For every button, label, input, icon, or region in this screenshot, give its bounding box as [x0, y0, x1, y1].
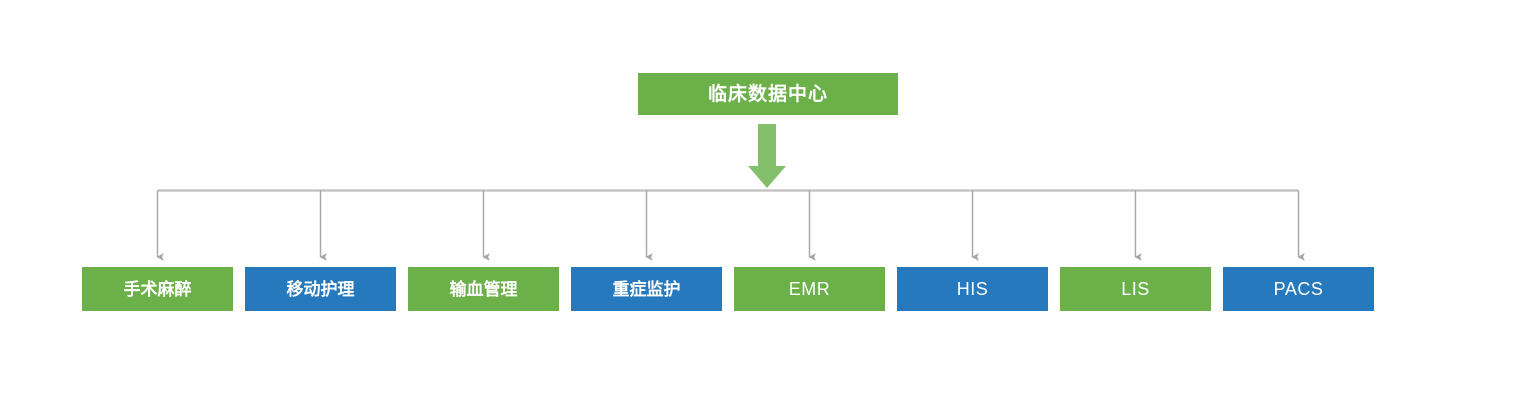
leaf-node-label: 输血管理: [449, 279, 518, 299]
leaf-node-label: PACS: [1273, 279, 1324, 299]
leaf-node-label: LIS: [1121, 279, 1150, 299]
leaf-node-label: 移动护理: [286, 279, 355, 299]
leaf-node-label: 手术麻醉: [123, 279, 192, 299]
leaf-node-label: HIS: [956, 279, 989, 299]
leaf-node-0[interactable]: 手术麻醉: [82, 267, 233, 311]
leaf-node-6[interactable]: LIS: [1060, 267, 1211, 311]
down-block-arrow-shape: [748, 124, 786, 188]
leaf-node-1[interactable]: 移动护理: [245, 267, 396, 311]
down-block-arrow: [747, 124, 787, 190]
leaf-node-7[interactable]: PACS: [1223, 267, 1374, 311]
leaf-node-3[interactable]: 重症监护: [571, 267, 722, 311]
leaf-node-label: 重症监护: [612, 279, 681, 299]
leaf-node-row: 手术麻醉 移动护理 输血管理 重症监护 EMR HIS LIS PACS: [82, 267, 1453, 311]
leaf-node-5[interactable]: HIS: [897, 267, 1048, 311]
root-node-clinical-data-center[interactable]: 临床数据中心: [638, 73, 898, 115]
root-node-label: 临床数据中心: [707, 83, 828, 105]
drop-connectors: [156, 190, 1305, 261]
leaf-node-4[interactable]: EMR: [734, 267, 885, 311]
leaf-node-2[interactable]: 输血管理: [408, 267, 559, 311]
leaf-node-label: EMR: [788, 279, 831, 299]
